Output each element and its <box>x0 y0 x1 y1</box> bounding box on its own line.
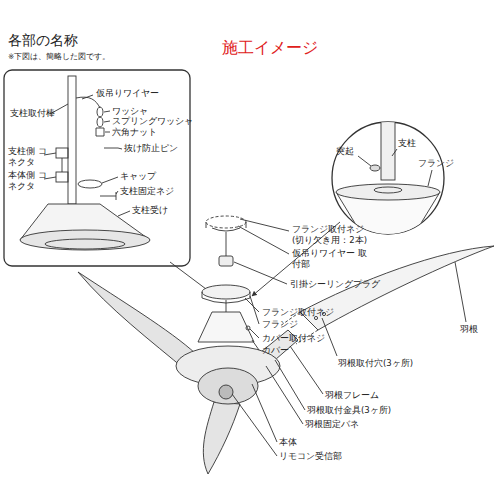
part-label: カバー取付ネジ <box>262 333 325 344</box>
part-label: 引掛シーリングプラグ <box>290 279 380 290</box>
part-label: リモコン受信部 <box>279 451 342 462</box>
part-label: 六角ナット <box>112 127 157 138</box>
part-label: 羽根 <box>460 324 478 335</box>
part-label: フランジ <box>262 319 298 330</box>
part-label: 抜け防止ピン <box>124 143 178 154</box>
fan-assembly <box>78 216 494 474</box>
page-title: 施工イメージ <box>222 38 318 59</box>
parts-inset <box>4 70 210 292</box>
part-label: スプリングワッシャ <box>112 116 193 127</box>
part-label: 羽根フレーム <box>325 390 379 401</box>
section-heading: 各部の名称 <box>8 32 78 50</box>
part-label: フランジ取付ネジ <box>262 307 334 318</box>
part-label: 羽根取付金具(3ヶ所) <box>307 405 391 416</box>
part-label: 羽根固定バネ <box>305 419 359 430</box>
part-label: 支柱受け <box>132 205 168 216</box>
part-label: 仮吊りワイヤー <box>96 88 159 99</box>
part-label: 本体側 コネクタ <box>8 170 48 191</box>
part-label: 本体 <box>279 437 297 448</box>
part-label: ワッシャ <box>112 106 148 117</box>
part-label: フランジ <box>418 158 454 169</box>
part-label: 支柱固定ネジ <box>120 186 174 197</box>
part-label: 支柱側 コネクタ <box>8 146 48 167</box>
note-text: ※下図は、簡略した図です。 <box>8 52 110 61</box>
part-label: 仮吊りワイヤー 取付部 <box>292 248 372 269</box>
part-label: 支柱取付棒 <box>10 108 55 119</box>
part-label: 羽根取付穴(3ヶ所) <box>338 358 413 369</box>
part-label: フランジ取付ネジ (切り欠き用：2本) <box>292 224 376 245</box>
part-label: カバー <box>262 345 289 356</box>
part-label: 突起 <box>336 146 354 157</box>
part-label: 支柱 <box>398 138 416 149</box>
part-label: キャップ <box>120 171 156 182</box>
